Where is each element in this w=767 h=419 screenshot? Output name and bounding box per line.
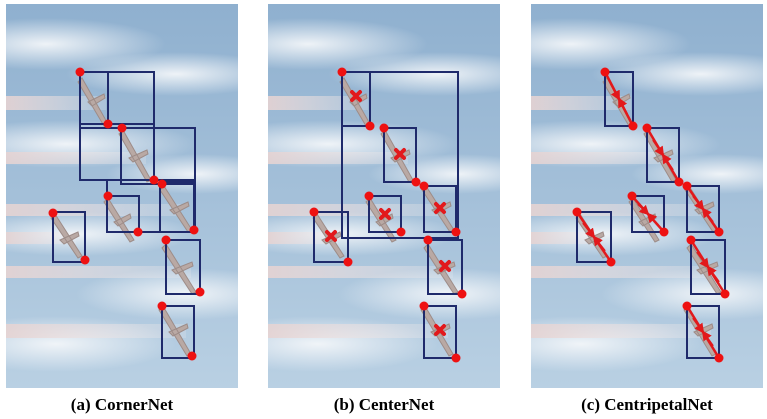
panel-centripetalnet — [531, 4, 763, 388]
smoke-trails — [6, 96, 191, 338]
panel-cornernet — [6, 4, 238, 388]
caption-cornernet: (a) CornerNet — [70, 395, 174, 414]
center-markers — [325, 90, 451, 336]
cornernet-scene — [6, 4, 238, 388]
bounding-boxes — [52, 71, 201, 359]
centripetal-arrows — [582, 83, 720, 347]
corner-keypoints — [572, 67, 730, 363]
panel-centernet — [268, 4, 500, 388]
caption-centripetalnet: (c) CentripetalNet — [581, 395, 713, 414]
bounding-boxes — [313, 71, 463, 359]
aircraft-group — [50, 77, 197, 357]
centernet-scene — [268, 4, 500, 388]
corner-keypoints — [48, 67, 205, 361]
corner-keypoints — [309, 67, 467, 363]
caption-centernet: (b) CenterNet — [333, 395, 435, 414]
centripetalnet-scene — [531, 4, 763, 388]
bounding-boxes — [576, 71, 726, 359]
